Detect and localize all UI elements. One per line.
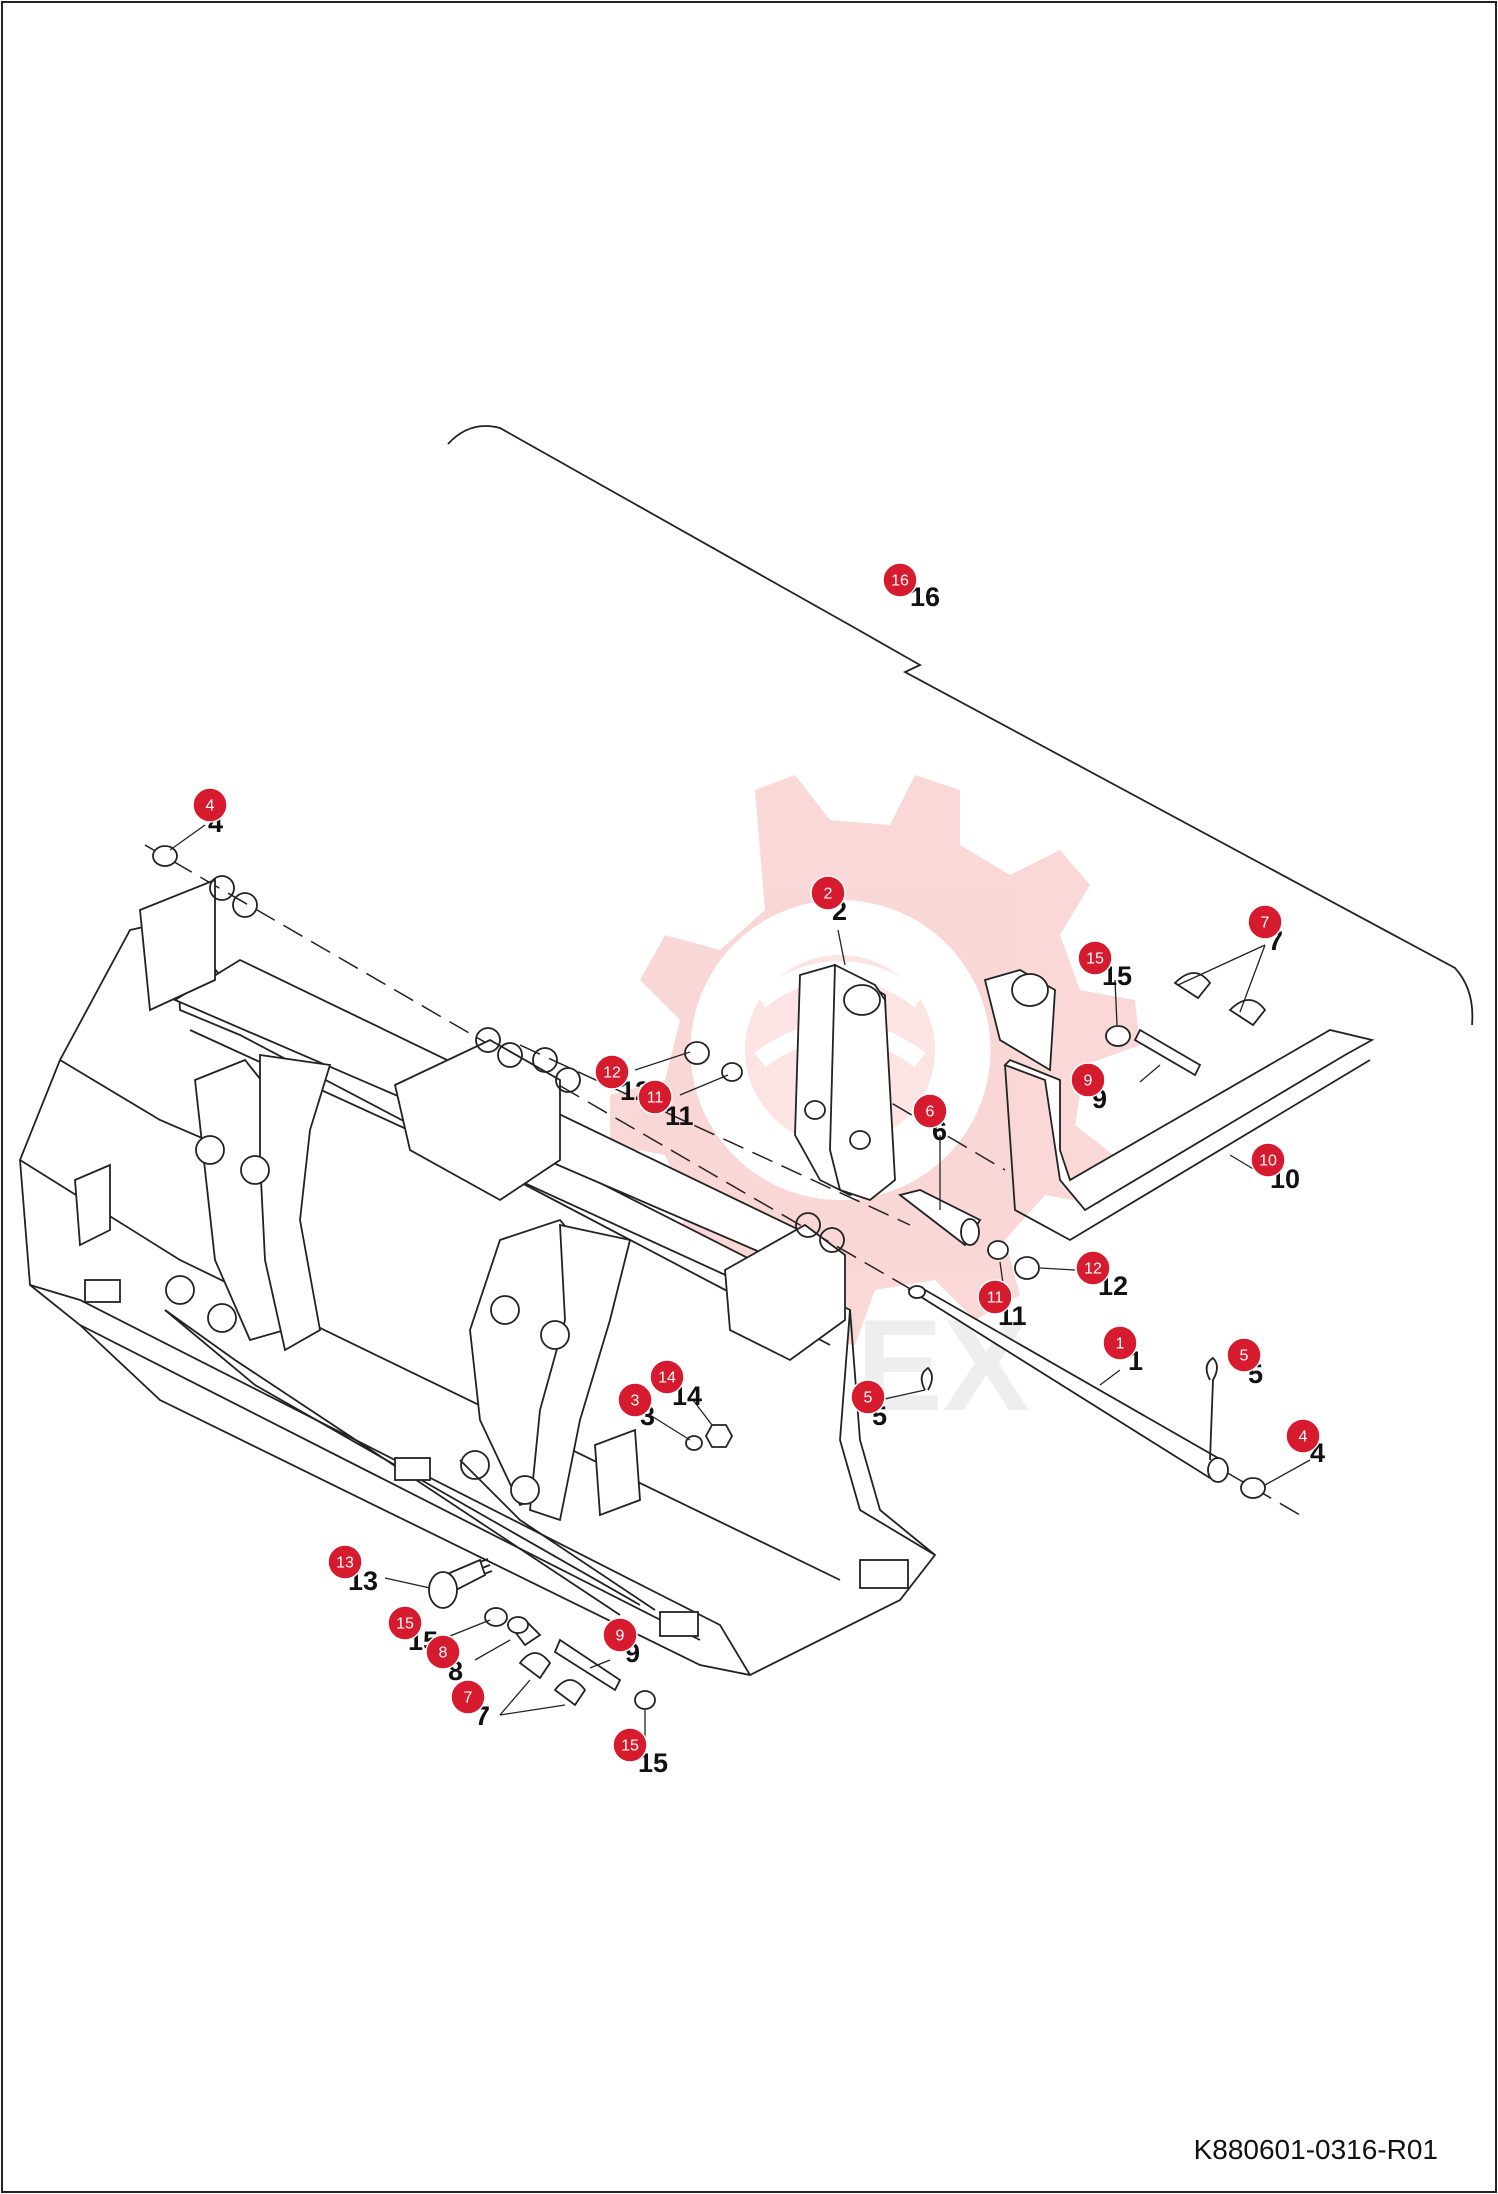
link-arm: [794, 963, 896, 1202]
callout-number: 12: [1084, 1261, 1102, 1278]
callout-number: 13: [336, 1555, 354, 1572]
callout-circle: [617, 1382, 653, 1418]
callout-circle: [1102, 1325, 1138, 1361]
callout-number: 4: [206, 798, 215, 815]
callout-part-2[interactable]: 22: [810, 875, 847, 926]
callout-number: 7: [464, 1690, 473, 1707]
callout-part-9[interactable]: 99: [1070, 1062, 1107, 1114]
callout-circle: [192, 787, 228, 823]
callout-number: 10: [1259, 1153, 1277, 1170]
callout-part-4[interactable]: 44: [192, 787, 228, 838]
callout-number: 9: [1084, 1073, 1093, 1090]
callout-number: 8: [439, 1645, 448, 1662]
callout-circle: [977, 1279, 1013, 1315]
callout-circle: [637, 1079, 673, 1115]
callout-circle: [387, 1605, 423, 1641]
callout-number: 6: [926, 1104, 935, 1121]
callout-number: 7: [1261, 915, 1270, 932]
callout-circle: [594, 1054, 630, 1090]
small-pins: [428, 972, 1267, 1707]
callout-part-4[interactable]: 44: [1285, 1418, 1325, 1468]
callout-circle: [450, 1679, 486, 1715]
fork-assembly: [983, 969, 1375, 1242]
upper-pin-axis: [519, 1044, 911, 1226]
callout-circle: [1070, 1062, 1106, 1098]
callout-part-6[interactable]: 66: [912, 1093, 948, 1146]
callout-part-1[interactable]: 11: [1102, 1325, 1143, 1376]
document-code: K880601-0316-R01: [1193, 2134, 1438, 2165]
callout-number: 11: [987, 1290, 1004, 1307]
callout-circle: [649, 1359, 685, 1395]
callout-circle: [602, 1617, 638, 1653]
mounting-lugs: [139, 875, 846, 1362]
washers: [152, 845, 1266, 1710]
callout-number: 14: [658, 1370, 676, 1387]
callout-part-5[interactable]: 55: [1226, 1337, 1263, 1389]
callout-circle: [882, 562, 918, 598]
callout-part-8[interactable]: 88: [425, 1634, 463, 1686]
callout-circle: [1226, 1337, 1262, 1373]
callout-circle: [1250, 1142, 1286, 1178]
callout-number: 1: [1116, 1336, 1125, 1353]
callout-circle: [850, 1379, 886, 1415]
callout-part-3[interactable]: 33: [617, 1382, 655, 1431]
callout-circle: [1075, 1250, 1111, 1286]
callout-circle: [612, 1727, 648, 1763]
callout-part-5[interactable]: 55: [850, 1379, 887, 1431]
callout-number: 15: [396, 1616, 414, 1633]
callout-number: 15: [1086, 951, 1104, 968]
callout-number: 11: [647, 1090, 664, 1107]
callout-part-9[interactable]: 99: [602, 1617, 640, 1668]
callout-number: 15: [621, 1738, 639, 1755]
callout-circle: [912, 1093, 948, 1129]
callout-number: 9: [616, 1628, 625, 1645]
assembly-bracket-line: [447, 425, 1474, 1026]
pin-6: [897, 1189, 982, 1247]
callout-circle: [810, 875, 846, 911]
callout-number: 12: [603, 1065, 621, 1082]
callout-circle: [1077, 940, 1113, 976]
leader-lines: [169, 824, 1311, 1740]
main-pin: [906, 1285, 1229, 1483]
callout-circle: [1247, 904, 1283, 940]
callout-circle: [1285, 1418, 1321, 1454]
callout-number: 5: [864, 1390, 873, 1407]
callout-part-7[interactable]: 77: [1247, 904, 1283, 956]
callout-circle: [327, 1544, 363, 1580]
callout-number: 16: [891, 573, 909, 590]
callout-number: 3: [631, 1393, 640, 1410]
callout-number: 5: [1240, 1348, 1249, 1365]
callout-circle: [425, 1634, 461, 1670]
callout-number: 4: [1299, 1429, 1308, 1446]
callout-number: 2: [824, 886, 833, 903]
callout-part-7[interactable]: 77: [450, 1679, 490, 1731]
